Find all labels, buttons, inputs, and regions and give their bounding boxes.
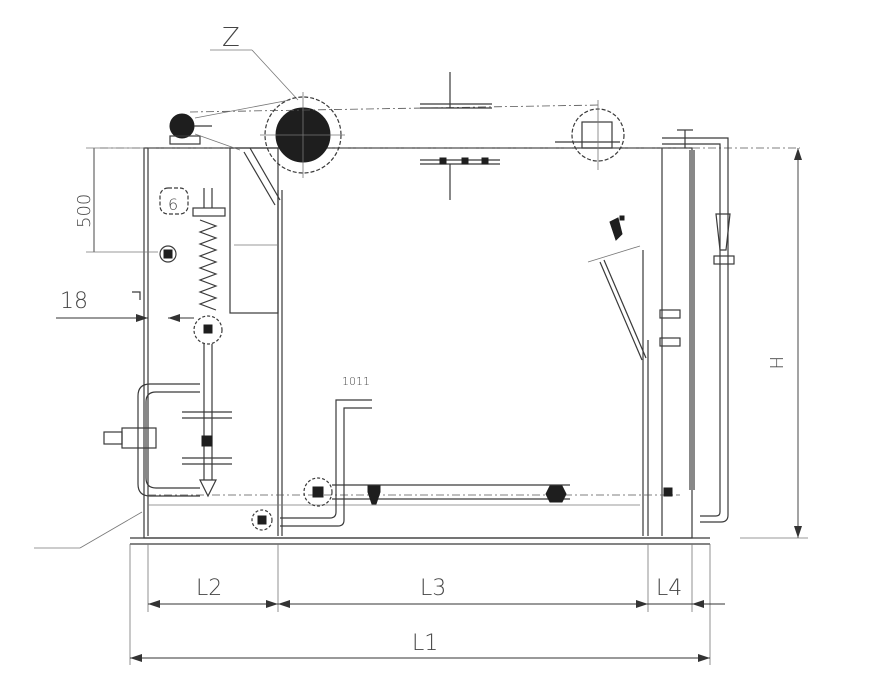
manhole-top (260, 92, 345, 178)
label-500: 500 (74, 194, 95, 228)
bottom-pipe: 1011 (251, 375, 570, 531)
label-l4: L4 (656, 576, 682, 601)
small-mark-left: 18 (56, 289, 194, 322)
blower-top-left (169, 99, 291, 151)
label-small-mark: 18 (60, 289, 88, 314)
label-l2: L2 (196, 576, 222, 601)
right-vertical-pipe (659, 129, 735, 523)
label-pipe-mark: 1011 (342, 375, 370, 388)
label-l1: L1 (412, 631, 438, 656)
label-bolt: 6 (168, 195, 178, 214)
dim-bottom: L2 L3 L4 L1 (129, 544, 725, 665)
dim-h: H (740, 148, 808, 539)
bellows-column (182, 188, 232, 498)
left-pipe-loop (103, 383, 200, 497)
label-h: H (765, 356, 786, 370)
label-z: Z (222, 23, 240, 53)
leader-lower-left (34, 511, 143, 549)
top-pipe (189, 72, 601, 200)
inclined-sensor (587, 215, 641, 263)
dim-500: 500 (74, 147, 158, 253)
bolt-mark: 6 (159, 187, 189, 263)
z-callout: Z (210, 23, 299, 101)
valve-top-right (555, 100, 625, 170)
tank-body (100, 147, 800, 545)
inner-partition (229, 147, 647, 361)
label-l3: L3 (420, 576, 446, 601)
